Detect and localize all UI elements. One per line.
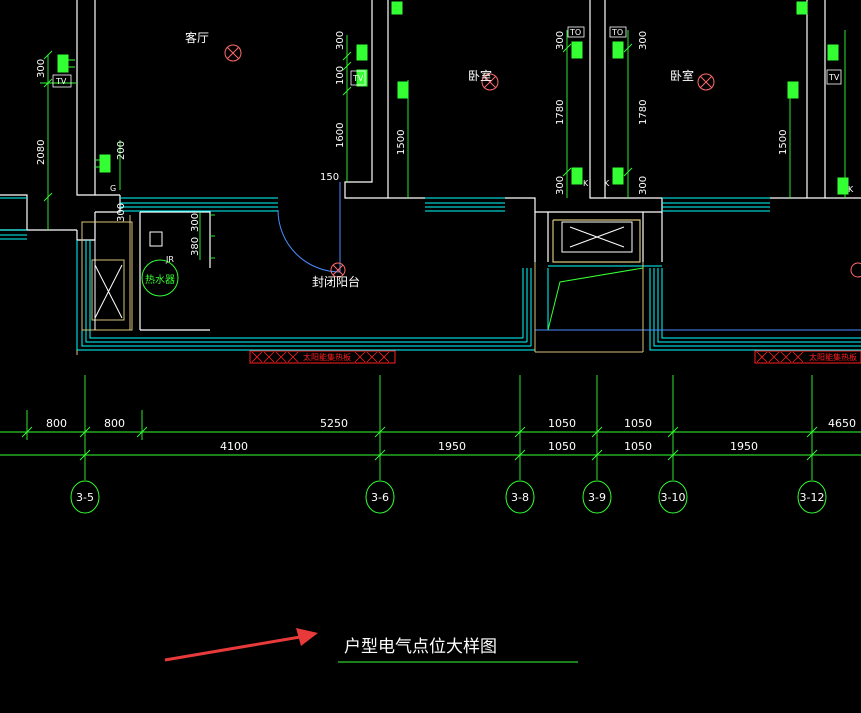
dim-top-1050b: 1050 (624, 417, 652, 430)
vdim-mid-1500: 1500 (396, 130, 407, 155)
tag-tv-mid: TV (352, 74, 364, 83)
outlet-b1-left (397, 81, 409, 99)
dim-top-800b: 800 (104, 417, 125, 430)
outlet-b2-k (837, 177, 849, 195)
dim-top-800a: 800 (46, 417, 67, 430)
axis-label-3-5: 3-5 (76, 491, 94, 504)
drawing-title: 户型电气点位大样图 (344, 637, 497, 657)
outlet-b2-tv (827, 44, 839, 61)
dim-bot-1050a: 1050 (548, 440, 576, 453)
outlet-top-right (796, 1, 808, 15)
outlet-b1-to1 (571, 41, 583, 59)
vdim-b1-300c: 300 (638, 31, 649, 50)
water-heater-symbol (141, 259, 179, 297)
outlet-b1-k1 (571, 167, 583, 185)
vdim-small-300b: 300 (190, 213, 201, 232)
tag-to2: TO (611, 28, 623, 37)
dim-top-5250: 5250 (320, 417, 348, 430)
solar-panel-left: 太阳能集热板 (249, 350, 396, 364)
light-right-balcony (850, 262, 861, 278)
outlet-top-mid (391, 1, 403, 15)
tag-k-b2: K (848, 185, 854, 194)
light-balcony (330, 262, 346, 278)
vdim-right-1500: 1500 (778, 130, 789, 155)
axis-label-3-9: 3-9 (588, 491, 606, 504)
axis-bubbles (70, 480, 827, 514)
horizontal-dims-bottom: 4100 1950 1050 1050 1950 (220, 440, 758, 453)
vdim-small-300: 300 (116, 203, 127, 222)
tag-jr: JR (165, 255, 174, 264)
outlet-b1-to2 (612, 41, 624, 59)
vdim-small-200: 200 (116, 141, 127, 160)
dimension-lines (0, 30, 861, 480)
ceiling-lights (224, 44, 861, 278)
room-label-balcony: 封闭阳台 (312, 274, 360, 289)
tag-k1: K (583, 179, 589, 188)
vdim-small-380: 380 (190, 237, 201, 256)
axis-bubble-3-10 (658, 480, 688, 514)
room-label-living: 客厅 (185, 30, 209, 45)
room-label-bedroom1: 卧室 (468, 68, 492, 83)
outlet-mid-1 (356, 44, 368, 61)
room-label-bedroom2: 卧室 (670, 68, 694, 83)
axis-label-3-12: 3-12 (800, 491, 825, 504)
axis-bubble-3-9 (582, 480, 612, 514)
solar-label-right: 太阳能集热板 (809, 352, 857, 362)
dim-bot-1950b: 1950 (730, 440, 758, 453)
dim-top-4650: 4650 (828, 417, 856, 430)
vdim-left-2080: 2080 (36, 140, 47, 165)
axis-label-3-6: 3-6 (371, 491, 389, 504)
outlets (57, 1, 849, 195)
horizontal-dims-top: 800 800 5250 1050 1050 4650 (46, 417, 856, 430)
vdim-b1-300d: 300 (638, 176, 649, 195)
red-arrow-icon (164, 628, 318, 662)
dim-top-1050a: 1050 (548, 417, 576, 430)
vdim-mid-100: 100 (335, 66, 346, 85)
heater-x (94, 264, 123, 319)
axis-bubble-3-8 (505, 480, 535, 514)
vdim-mid-300: 300 (335, 31, 346, 50)
dim-bot-4100: 4100 (220, 440, 248, 453)
vdim-mid-1600: 1600 (335, 123, 346, 148)
riser-line (547, 267, 644, 331)
water-heater-label: 热水器 (145, 273, 175, 286)
vdim-left-300: 300 (36, 59, 47, 78)
tag-tv-living: TV (55, 77, 67, 86)
axis-bubble-3-5 (70, 480, 100, 514)
outlet-b2-left (787, 81, 799, 99)
vdim-b1-300a: 300 (555, 31, 566, 50)
tag-tv-b2: TV (828, 73, 840, 82)
vertical-dims: 300 2080 300 100 1600 150 1500 300 1780 … (36, 31, 789, 256)
water-heater-outlet (149, 231, 163, 247)
dim-bot-1050b: 1050 (624, 440, 652, 453)
axis-bubble-3-6 (365, 480, 395, 514)
solar-label-left: 太阳能集热板 (303, 352, 351, 362)
axis-labels: 3-5 3-6 3-8 3-9 3-10 3-12 (76, 491, 824, 504)
light-bedroom2 (697, 73, 715, 91)
vdim-b1-300b: 300 (555, 176, 566, 195)
tag-to1: TO (569, 28, 581, 37)
door-swing (277, 209, 341, 273)
outlet-living-tv (57, 54, 75, 73)
axis-label-3-10: 3-10 (661, 491, 686, 504)
axis-bubble-3-12 (797, 480, 827, 514)
outlet-mid-2 (356, 69, 368, 87)
outlet-living-g (95, 154, 111, 173)
axis-label-3-8: 3-8 (511, 491, 529, 504)
solar-panel-right: 太阳能集热板 (754, 350, 861, 364)
tag-k2: K (604, 179, 610, 188)
windows (0, 197, 861, 351)
socket-tags: TV G TV TO TO K K TV K JR (52, 26, 854, 264)
light-living (224, 44, 242, 62)
vdim-b1-1780a: 1780 (555, 100, 566, 125)
outlet-b1-k2 (612, 167, 624, 185)
walls (0, 0, 861, 331)
dim-bot-1950a: 1950 (438, 440, 466, 453)
equipment (76, 215, 644, 355)
tag-g: G (110, 184, 116, 193)
vdim-b1-1780b: 1780 (638, 100, 649, 125)
vdim-mid-150: 150 (320, 172, 339, 183)
light-bedroom1 (481, 73, 499, 91)
